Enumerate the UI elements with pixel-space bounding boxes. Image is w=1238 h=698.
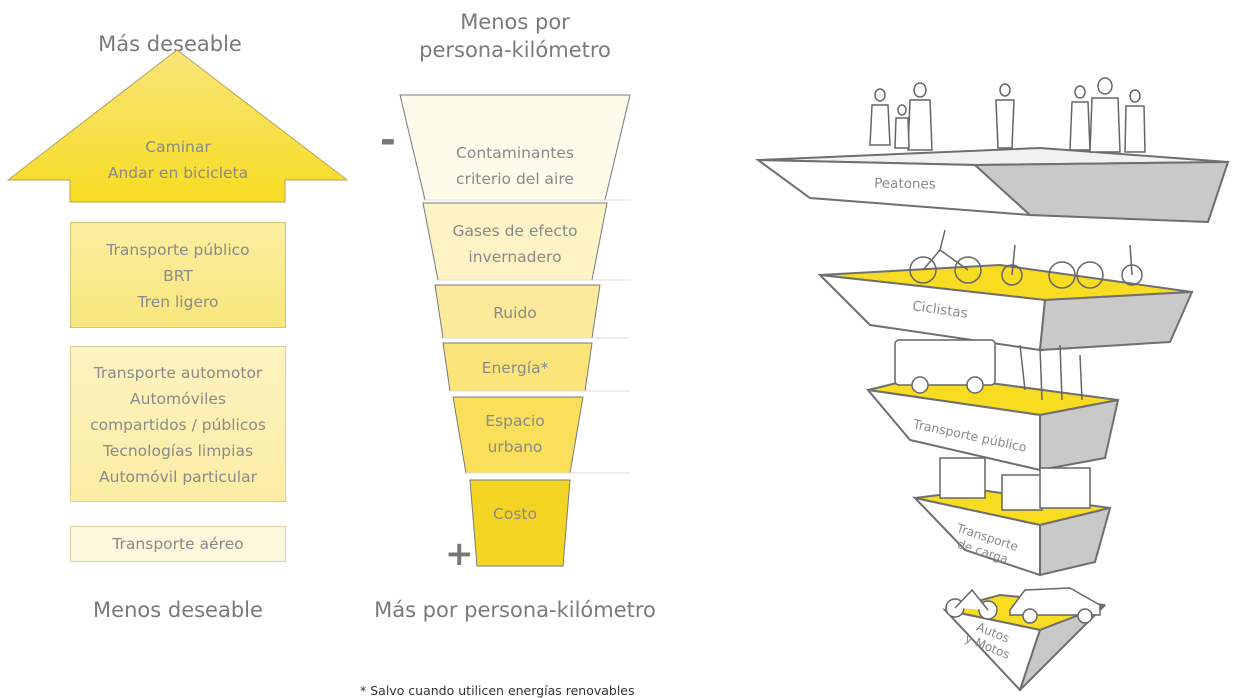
- funnel-label-noise: Ruido: [425, 300, 605, 326]
- truck-figures: [939, 457, 1091, 511]
- box2-line: Tecnologías limpias: [102, 442, 254, 460]
- funnel-line: Costo: [493, 505, 537, 523]
- pyramid-level-cyclists: [817, 263, 1194, 352]
- less-per-km-line: Menos por: [460, 10, 570, 34]
- funnel-line: Contaminantes: [456, 144, 574, 162]
- box1-line: Tren ligero: [137, 293, 219, 311]
- funnel-label-air: Contaminantes criterio del aire: [425, 140, 605, 192]
- arrow-line-bike: Andar en bicicleta: [107, 164, 249, 182]
- public-transport-box: Transporte público BRT Tren ligero: [70, 222, 286, 328]
- bus-figure: [894, 339, 1083, 401]
- less-per-km-line: persona-kilómetro: [419, 38, 611, 62]
- funnel-line: Ruido: [493, 304, 537, 322]
- box3-line: Transporte aéreo: [112, 535, 244, 553]
- funnel-line: urbano: [487, 438, 543, 456]
- funnel-label-space: Espacio urbano: [425, 408, 605, 460]
- desirability-arrow: [6, 49, 349, 203]
- funnel-label-energy: Energía*: [425, 355, 605, 381]
- cyclist-figures: [909, 229, 1143, 289]
- most-desirable-label: Más deseable: [98, 32, 242, 56]
- box1-line: BRT: [163, 267, 193, 285]
- funnel-line: criterio del aire: [456, 170, 574, 188]
- minus-sign: -: [380, 118, 396, 162]
- footnote: * Salvo cuando utilicen energías renovab…: [360, 683, 635, 698]
- funnel-line: Energía*: [481, 359, 549, 377]
- arrow-text: Caminar Andar en bicicleta: [70, 134, 286, 186]
- air-transport-box: Transporte aéreo: [70, 526, 286, 562]
- funnel-label-cost: Costo: [425, 501, 605, 527]
- plus-sign: +: [445, 534, 474, 574]
- box2-line: Automóvil particular: [99, 468, 257, 486]
- box2-line: Automóviles: [130, 390, 226, 408]
- funnel-line: Espacio: [485, 412, 545, 430]
- car-motorcycle-figures: [945, 587, 1101, 624]
- more-per-km-label: Más por persona-kilómetro: [374, 598, 656, 622]
- box2-line: compartidos / públicos: [90, 416, 266, 434]
- motor-transport-box: Transporte automotor Automóviles compart…: [70, 346, 286, 502]
- funnel-segment-cost: [469, 479, 571, 567]
- arrow-line-walk: Caminar: [145, 138, 211, 156]
- pyramid-label-pedestrians: Peatones: [830, 175, 980, 194]
- impact-funnel: [399, 94, 631, 567]
- pyramid-label-line: Peatones: [874, 175, 936, 193]
- pyramid-level-pedestrians: [754, 146, 1230, 224]
- funnel-line: invernadero: [468, 248, 562, 266]
- funnel-line: Gases de efecto: [452, 222, 578, 240]
- box1-line: Transporte público: [106, 241, 250, 259]
- funnel-label-ghg: Gases de efecto invernadero: [425, 218, 605, 270]
- least-desirable-label: Menos deseable: [93, 598, 263, 622]
- mobility-pyramid: [754, 77, 1230, 692]
- pedestrian-figures: [869, 77, 1146, 153]
- less-per-km-label: Menos por persona-kilómetro: [395, 8, 635, 64]
- box2-line: Transporte automotor: [93, 364, 263, 382]
